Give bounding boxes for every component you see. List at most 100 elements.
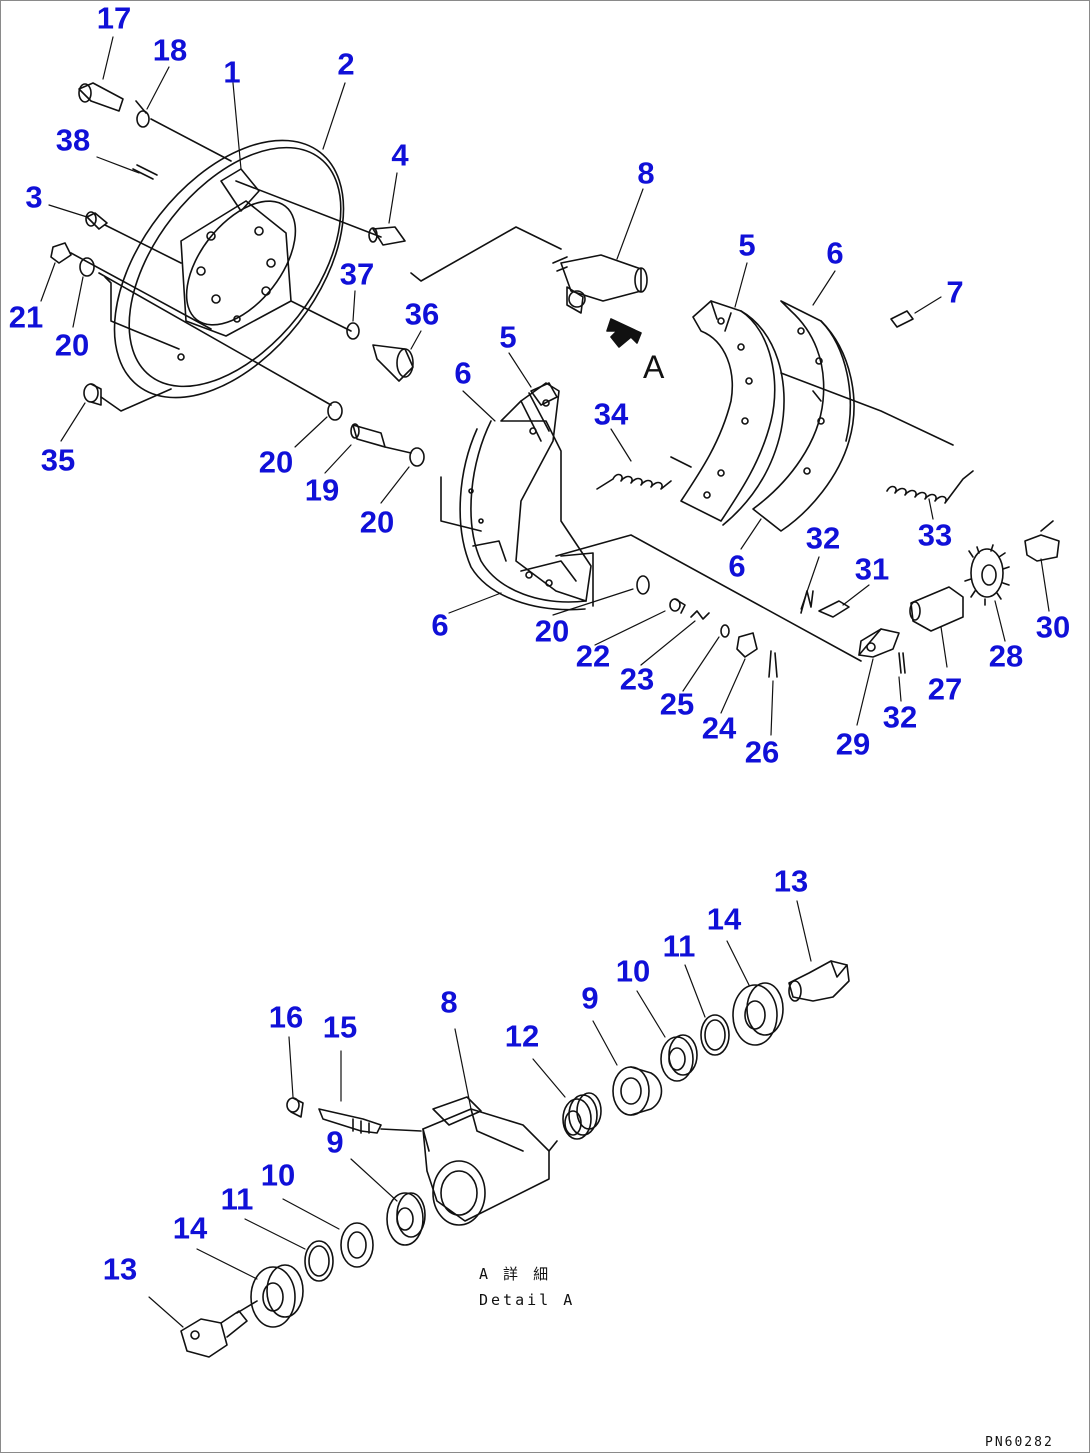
cap-16 [286,1097,304,1118]
drawing-code: PN60282 [985,1435,1054,1450]
callout-33: 33 [917,517,953,553]
callout-3: 3 [25,179,43,215]
bleeder-screw-15 [318,1108,382,1134]
spring-33 [886,470,974,504]
washer-25 [720,624,730,638]
cup-10-right [660,1034,698,1082]
spring-23 [690,610,710,620]
pin-4 [368,226,406,246]
callout-4: 4 [391,137,409,173]
callout-13-right: 13 [773,863,809,899]
callout-16: 16 [268,999,304,1035]
callout-14-left: 14 [172,1210,208,1246]
callout-6-left-top: 6 [454,355,472,391]
ring-11-left [304,1240,334,1282]
callout-36: 36 [404,296,440,332]
callout-2: 2 [337,46,355,82]
callout-24: 24 [701,710,737,746]
pin-7 [890,310,914,328]
callout-9-left: 9 [326,1124,344,1160]
callout-19: 19 [304,472,340,508]
callout-5-right: 5 [738,227,756,263]
washer-20a [79,257,95,277]
callout-21: 21 [8,299,44,335]
callout-37: 37 [339,256,375,292]
callout-6-right-top: 6 [826,235,844,271]
callout-8-top: 8 [637,155,655,191]
brake-shoe-right [680,300,785,526]
callout-28: 28 [988,638,1024,674]
brake-shoe-left [459,382,592,611]
pin-38 [132,164,158,180]
callout-9-right: 9 [581,980,599,1016]
callout-6-right-bottom: 6 [728,548,746,584]
callout-27: 27 [927,671,963,707]
callout-34: 34 [593,396,629,432]
piston-9-left [386,1192,426,1246]
callout-14-right: 14 [706,901,742,937]
bracket-29 [858,628,900,658]
callout-25: 25 [659,686,695,722]
wheel-cylinder-top [552,254,648,314]
plug-35 [83,383,102,406]
callout-35: 35 [40,442,76,478]
callout-17: 17 [96,0,132,36]
detail-caption-jp: A 詳 細 [479,1265,552,1283]
callout-32-lower: 32 [882,699,918,735]
detail-caption-en: Detail A [479,1291,576,1309]
pin-22 [669,598,686,614]
washer-20d [636,575,650,595]
callout-23: 23 [619,661,655,697]
cup-10-left [340,1222,374,1268]
callout-10-left: 10 [260,1157,296,1193]
pin-19 [350,423,386,448]
piston-9-right [612,1066,663,1116]
callout-11-left: 11 [220,1181,254,1217]
adjuster-screw-30 [1024,520,1060,562]
bolt-17 [78,82,124,112]
ring-11-right [700,1014,730,1056]
view-label-a: A [643,349,665,385]
spring-34 [596,456,692,490]
callout-20-a: 20 [54,327,90,363]
star-wheel-28 [964,544,1010,606]
callout-1: 1 [223,54,241,90]
washer-20b [327,401,343,421]
callout-32-upper: 32 [805,520,841,556]
callout-18: 18 [152,32,188,68]
callout-22: 22 [575,638,611,674]
spring-32-lower [898,652,906,674]
pin-26 [768,650,778,678]
push-rod-13-right [788,960,850,1002]
callout-20-c: 20 [359,504,395,540]
boot-14-left [250,1264,304,1328]
lever-31 [818,600,850,618]
callout-5-left: 5 [499,319,517,355]
adjuster-sleeve-27 [909,586,964,632]
callout-20-d: 20 [534,613,570,649]
push-rod-13-left [180,1310,248,1358]
callout-38: 38 [55,122,91,158]
washer-20c [409,447,425,467]
spring-12 [562,1092,602,1140]
callout-31: 31 [854,551,890,587]
callout-10-right: 10 [615,953,651,989]
callout-15: 15 [322,1009,358,1045]
callout-6-left-bottom: 6 [431,607,449,643]
callout-11-right: 11 [662,928,696,964]
bolt-36 [372,344,414,382]
washer-37 [346,322,360,340]
washer-18 [136,110,150,128]
callout-26: 26 [744,734,780,770]
boot-14-right [732,982,784,1046]
bolt-3 [85,211,108,230]
callout-20-b: 20 [258,444,294,480]
view-arrow-a [606,318,642,348]
cylinder-body-8 [422,1096,550,1226]
cap-24 [736,632,758,658]
nut-21 [50,242,72,264]
callout-12: 12 [504,1018,540,1054]
callout-13-left: 13 [102,1251,138,1287]
